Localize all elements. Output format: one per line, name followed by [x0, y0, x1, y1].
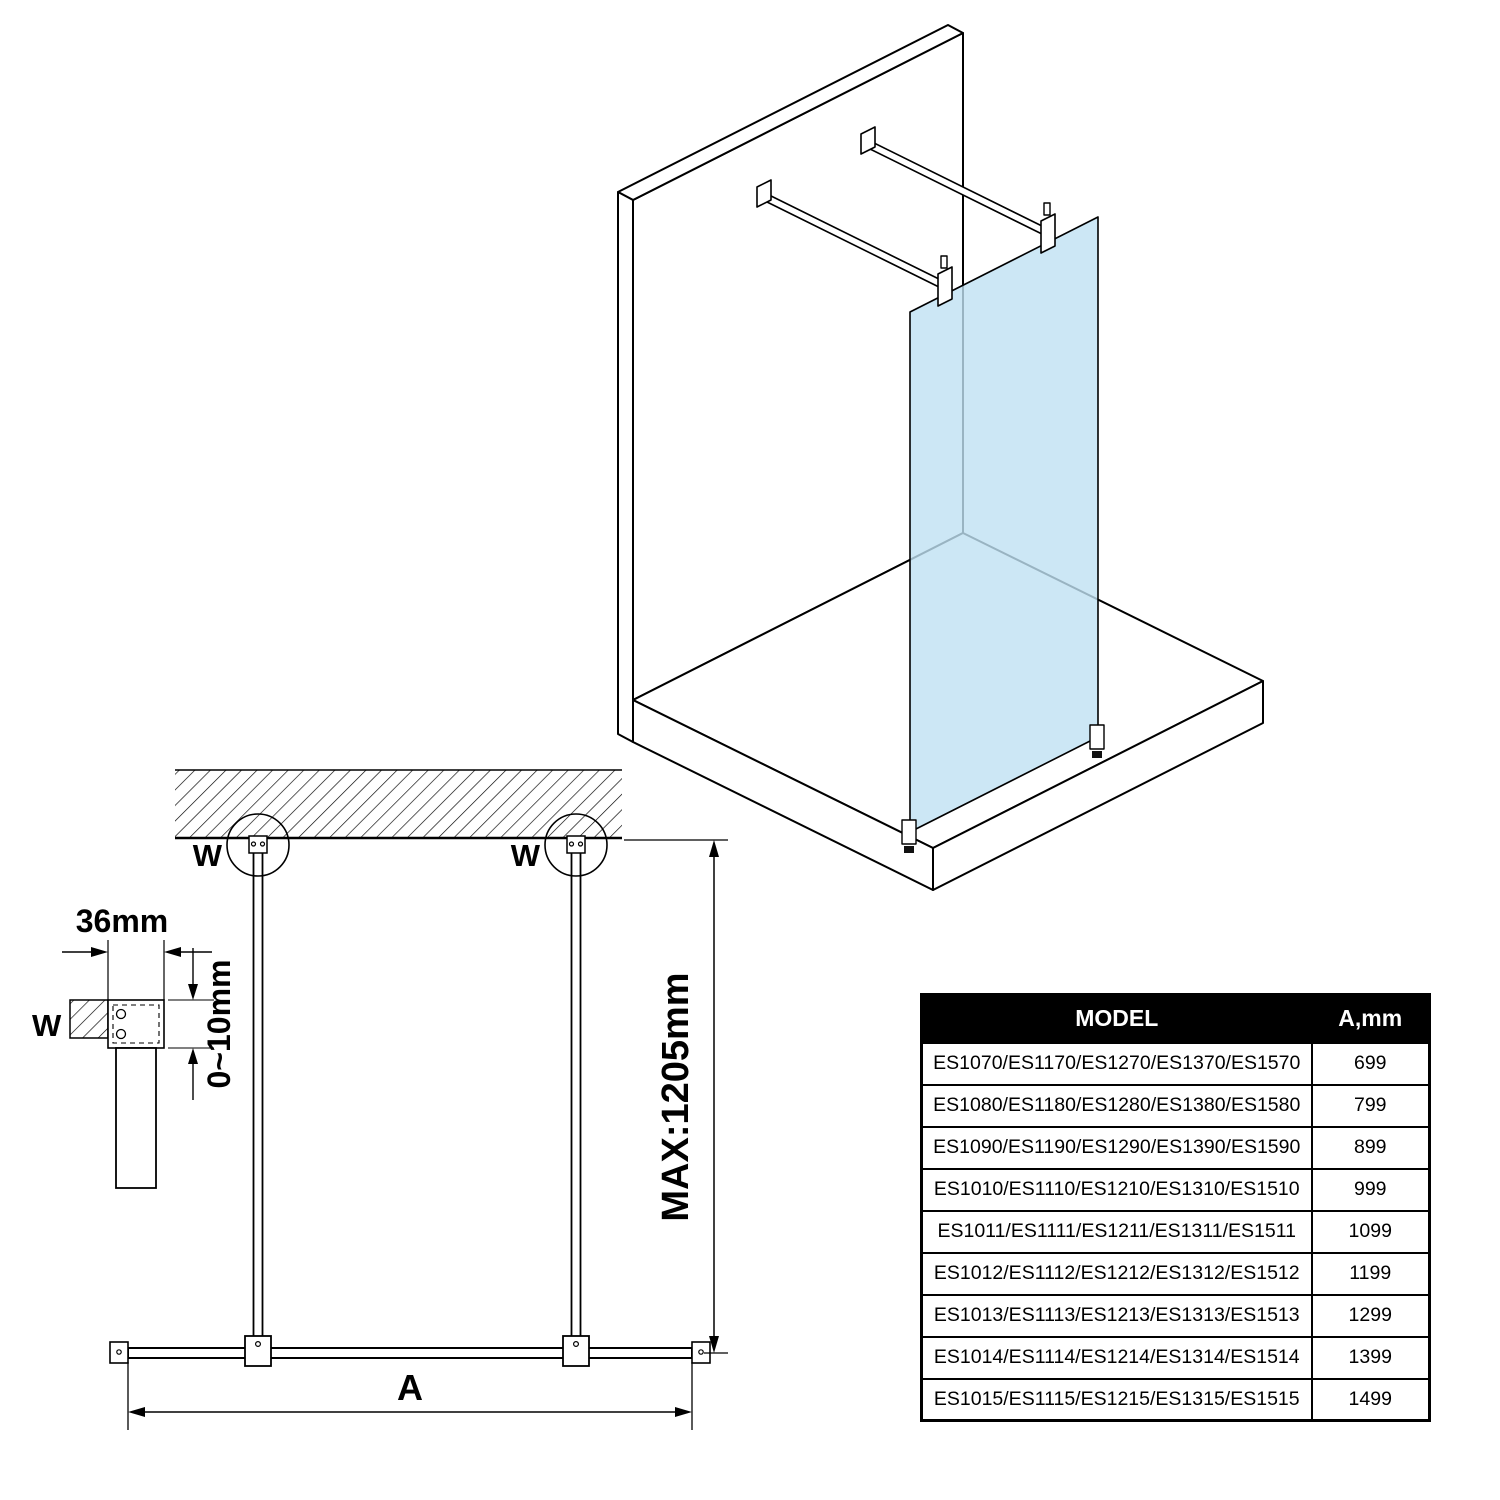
glass-top-view — [127, 1347, 693, 1359]
detail-bracket — [107, 999, 165, 1049]
table-row: ES1070/ES1170/ES1270/ES1370/ES1570 699 — [920, 1041, 1431, 1086]
table-header-a: A,mm — [1310, 993, 1431, 1044]
support-bar-1-pin — [940, 255, 948, 269]
table-header-model: MODEL — [920, 993, 1313, 1044]
support-bar-1-glass-clamp — [937, 266, 953, 307]
model-cell: ES1011/ES1111/ES1211/ES1311/ES1511 — [920, 1209, 1313, 1254]
table-header-row: MODEL A,mm — [920, 993, 1431, 1044]
glass-foot-left — [901, 819, 917, 845]
table-row: ES1014/ES1114/ES1214/ES1314/ES1514 1399 — [920, 1335, 1431, 1380]
support-rod-left — [252, 837, 264, 1339]
detail-bracket-hidden-edge — [112, 1004, 160, 1044]
wall-side-face — [617, 191, 634, 743]
table-row: ES1015/ES1115/ES1215/ES1315/ES1515 1499 — [920, 1377, 1431, 1422]
a-value-cell: 1399 — [1310, 1335, 1431, 1380]
table-row: ES1012/ES1112/ES1212/ES1312/ES1512 1199 — [920, 1251, 1431, 1296]
a-value-cell: 899 — [1310, 1125, 1431, 1170]
wall-bracket-right — [566, 835, 586, 854]
adj-arrow-top — [188, 984, 198, 1000]
glass-foot-pad-left — [904, 846, 914, 853]
spec-table: MODEL A,mm ES1070/ES1170/ES1270/ES1370/E… — [920, 993, 1431, 1422]
model-cell: ES1014/ES1114/ES1214/ES1314/ES1514 — [920, 1335, 1313, 1380]
detail-wall-hatch — [69, 999, 109, 1039]
a-arrow-right — [675, 1407, 692, 1417]
clamp-screw — [255, 1340, 262, 1347]
detail-view: 36mm W 0~10mm — [32, 903, 237, 1189]
model-cell: ES1013/ES1113/ES1213/ES1313/ES1513 — [920, 1293, 1313, 1338]
dimensions: W W MAX:1205mm A — [127, 838, 728, 1430]
a-value-cell: 799 — [1310, 1083, 1431, 1128]
plan-view — [109, 769, 711, 1367]
detail-screw-bottom — [115, 1028, 127, 1040]
glass-clamp-left — [244, 1335, 272, 1367]
max-arrow-top — [709, 840, 719, 857]
detail-callout-left — [226, 813, 290, 877]
table-row: ES1080/ES1180/ES1280/ES1380/ES1580 799 — [920, 1083, 1431, 1128]
a-value-cell: 1099 — [1310, 1209, 1431, 1254]
bracket-screw — [250, 841, 257, 847]
wall-bracket-left — [248, 835, 268, 854]
table-row: ES1013/ES1113/ES1213/ES1313/ES1513 1299 — [920, 1293, 1431, 1338]
model-cell: ES1080/ES1180/ES1280/ES1380/ES1580 — [920, 1083, 1313, 1128]
wall-bracket-label-right: W — [511, 838, 541, 873]
wall-hatch — [175, 770, 622, 838]
a-value-cell: 999 — [1310, 1167, 1431, 1212]
a-arrow-left — [128, 1407, 145, 1417]
model-cell: ES1010/ES1110/ES1210/ES1310/ES1510 — [920, 1167, 1313, 1212]
model-cell: ES1070/ES1170/ES1270/ES1370/ES1570 — [920, 1041, 1313, 1086]
wall-bracket-label-left: W — [193, 838, 223, 873]
bracket-width-label: 36mm — [76, 903, 169, 939]
detail-wall-label: W — [32, 1008, 62, 1043]
adj-arrow-bottom — [188, 1048, 198, 1064]
detail-screw-top — [115, 1008, 127, 1020]
table-row: ES1090/ES1190/ES1290/ES1390/ES1590 899 — [920, 1125, 1431, 1170]
glass-foot-pad-right — [1092, 751, 1102, 758]
cap-screw — [116, 1349, 122, 1355]
w36-arrow-left — [91, 947, 108, 957]
clamp-screw — [572, 1340, 579, 1347]
a-value-cell: 1299 — [1310, 1293, 1431, 1338]
w36-arrow-right — [164, 947, 181, 957]
max-arrow-bottom — [709, 1336, 719, 1353]
detail-callout-right — [544, 813, 608, 877]
table-row: ES1011/ES1111/ES1211/ES1311/ES1511 1099 — [920, 1209, 1431, 1254]
model-cell: ES1012/ES1112/ES1212/ES1312/ES1512 — [920, 1251, 1313, 1296]
bracket-screw — [259, 841, 266, 847]
a-value-cell: 1499 — [1310, 1377, 1431, 1422]
max-length-label: MAX:1205mm — [655, 972, 697, 1221]
model-cell: ES1090/ES1190/ES1290/ES1390/ES1590 — [920, 1125, 1313, 1170]
model-cell: ES1015/ES1115/ES1215/ES1315/ES1515 — [920, 1377, 1313, 1422]
adjustment-label: 0~10mm — [201, 960, 237, 1089]
width-label: A — [397, 1367, 423, 1408]
glass-foot-right — [1089, 724, 1105, 750]
support-bar-2-pin — [1043, 202, 1051, 216]
floor-side-face — [632, 699, 934, 891]
glass-clamp-right — [562, 1335, 590, 1367]
support-bar-1-wall-plate — [756, 179, 772, 208]
table-row: ES1010/ES1110/ES1210/ES1310/ES1510 999 — [920, 1167, 1431, 1212]
cap-screw — [698, 1349, 704, 1355]
a-value-cell: 1199 — [1310, 1251, 1431, 1296]
support-rod-right — [570, 837, 582, 1339]
detail-rod — [115, 1047, 157, 1189]
glass-end-cap-left — [109, 1341, 129, 1364]
glass-panel — [909, 216, 1099, 833]
a-value-cell: 699 — [1310, 1041, 1431, 1086]
bracket-screw — [568, 841, 575, 847]
bracket-screw — [577, 841, 584, 847]
isometric-view — [617, 24, 1264, 891]
support-bar-2-glass-clamp — [1040, 213, 1056, 254]
support-bar-2-wall-plate — [860, 126, 876, 155]
